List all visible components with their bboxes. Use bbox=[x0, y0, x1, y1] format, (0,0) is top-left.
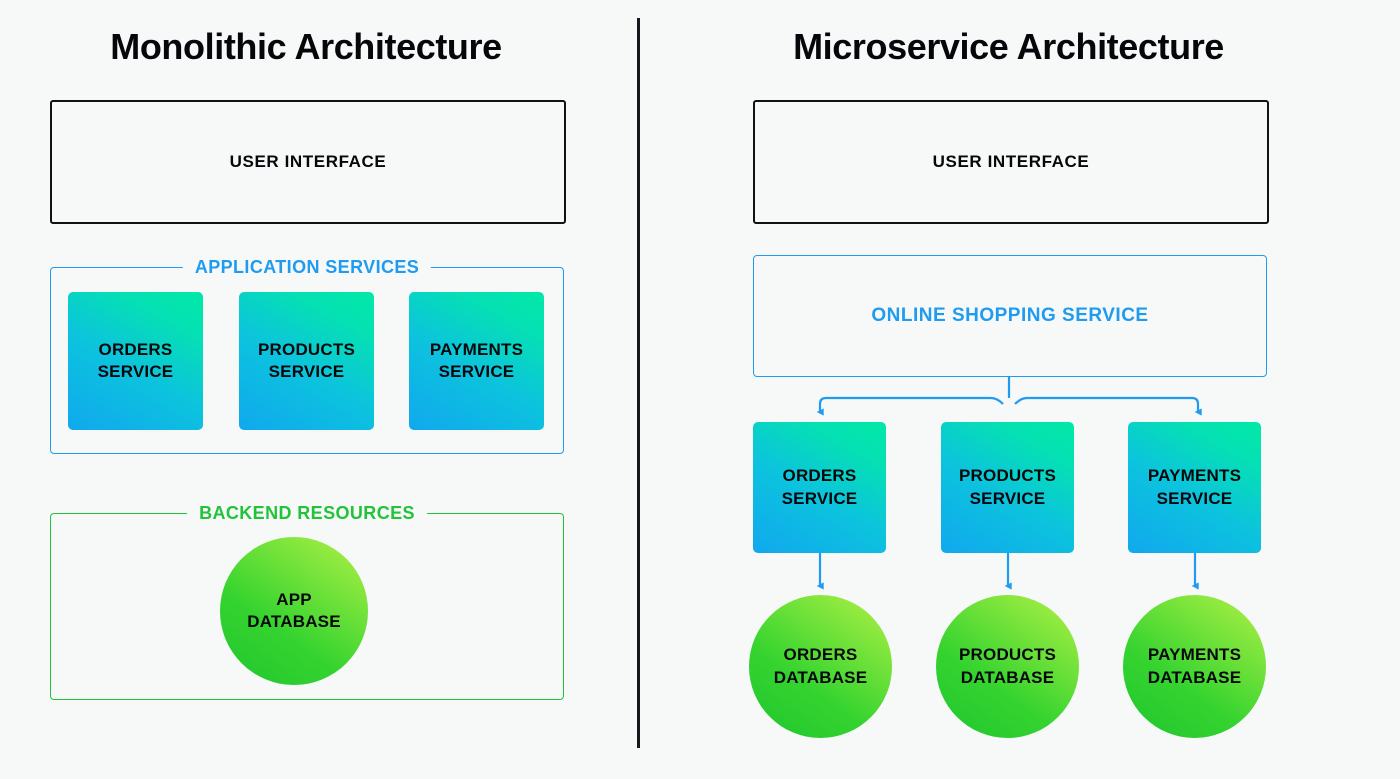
monolithic-payments-service-card[interactable]: PAYMENTS SERVICE bbox=[409, 292, 544, 430]
monolithic-user-interface-label: USER INTERFACE bbox=[229, 152, 387, 171]
monolithic-user-interface-box: USER INTERFACE bbox=[50, 100, 566, 224]
service-line-1: PAYMENTS bbox=[429, 339, 524, 359]
service-line-2: SERVICE bbox=[781, 488, 858, 508]
service-line-2: SERVICE bbox=[1156, 488, 1233, 508]
monolithic-payments-service-label: PAYMENTS SERVICE bbox=[430, 339, 523, 384]
database-line-1: PRODUCTS bbox=[959, 645, 1056, 665]
microservice-panel-title: Microservice Architecture bbox=[793, 26, 1224, 67]
backend-resources-legend: BACKEND RESOURCES bbox=[187, 503, 427, 523]
service-line-2: SERVICE bbox=[97, 362, 174, 381]
online-shopping-service-box[interactable]: ONLINE SHOPPING SERVICE bbox=[753, 255, 1267, 377]
service-line-1: ORDERS bbox=[98, 339, 173, 359]
microservice-user-interface-label: USER INTERFACE bbox=[932, 152, 1090, 171]
database-line-2: DATABASE bbox=[1147, 667, 1242, 687]
monolithic-panel-title: Monolithic Architecture bbox=[110, 26, 502, 67]
connector-to-payments-service bbox=[1014, 396, 1202, 416]
database-line-1: ORDERS bbox=[783, 645, 858, 665]
backend-resources-group: BACKEND RESOURCES bbox=[50, 503, 564, 700]
monolithic-products-service-label: PRODUCTS SERVICE bbox=[258, 339, 355, 384]
monolithic-products-service-card[interactable]: PRODUCTS SERVICE bbox=[239, 292, 374, 430]
online-shopping-service-label: ONLINE SHOPPING SERVICE bbox=[871, 305, 1149, 326]
connector-to-orders-service bbox=[816, 396, 1004, 416]
database-line-2: DATABASE bbox=[960, 667, 1055, 687]
service-line-2: SERVICE bbox=[969, 488, 1046, 508]
app-database-label: APP DATABASE bbox=[247, 589, 341, 634]
panel-divider bbox=[637, 18, 640, 748]
monolithic-orders-service-card[interactable]: ORDERS SERVICE bbox=[68, 292, 203, 430]
service-line-1: PRODUCTS bbox=[258, 339, 355, 359]
service-line-1: ORDERS bbox=[782, 466, 857, 486]
service-line-2: SERVICE bbox=[268, 362, 345, 381]
application-services-group: APPLICATION SERVICES bbox=[50, 257, 564, 454]
app-database-circle[interactable]: APP DATABASE bbox=[220, 537, 368, 685]
microservice-user-interface-box: USER INTERFACE bbox=[753, 100, 1269, 224]
service-line-1: PAYMENTS bbox=[1147, 466, 1242, 486]
service-line-1: PRODUCTS bbox=[959, 466, 1056, 486]
database-line-1: APP bbox=[276, 589, 312, 609]
application-services-legend: APPLICATION SERVICES bbox=[182, 257, 432, 277]
monolithic-orders-service-label: ORDERS SERVICE bbox=[98, 339, 174, 384]
database-line-2: DATABASE bbox=[773, 667, 868, 687]
database-line-1: PAYMENTS bbox=[1147, 645, 1242, 665]
database-line-2: DATABASE bbox=[247, 612, 341, 631]
service-line-2: SERVICE bbox=[438, 362, 515, 381]
